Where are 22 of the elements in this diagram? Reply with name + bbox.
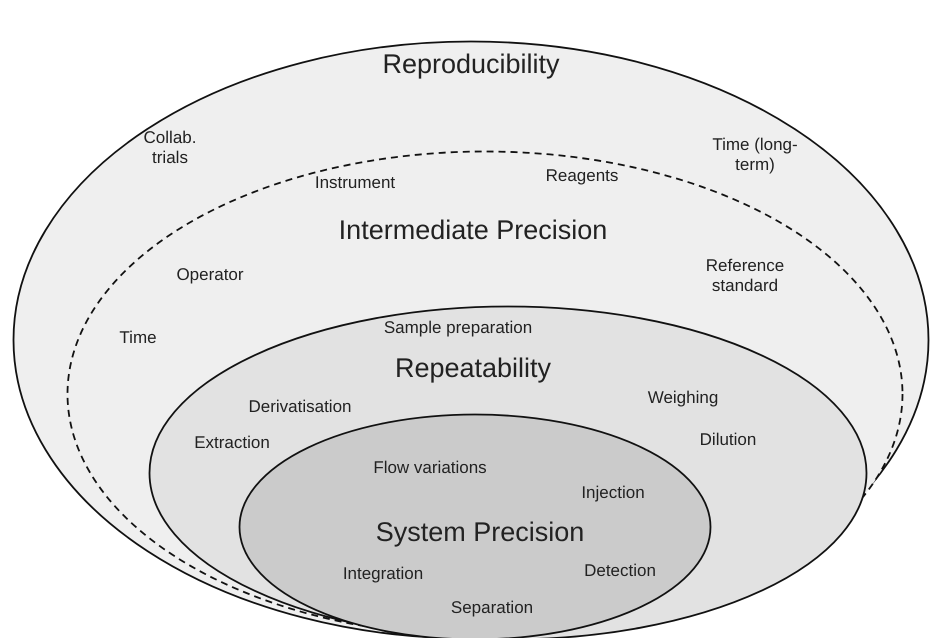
factor-label: Instrument <box>314 173 396 194</box>
factor-label: Separation <box>450 598 534 618</box>
factor-label: Sample preparation <box>384 318 532 338</box>
region-heading: Repeatability <box>394 352 552 384</box>
region-heading: Reproducibility <box>382 48 560 80</box>
factor-label: Operator <box>176 265 244 286</box>
factor-label: Dilution <box>700 430 756 450</box>
factor-label: Injection <box>581 483 645 504</box>
factor-label: Derivatisation <box>248 397 352 418</box>
factor-label: Reagents <box>546 166 618 186</box>
factor-label: Time <box>119 328 157 348</box>
factor-label: Flow variations <box>373 458 487 478</box>
factor-label: Collab. trials <box>142 128 198 169</box>
factor-label: Integration <box>342 564 424 584</box>
ellipse-region <box>12 40 930 638</box>
region-heading: Intermediate Precision <box>338 214 608 246</box>
factor-label: Weighing <box>648 388 718 408</box>
factor-label: Time (long-term) <box>712 135 798 176</box>
factor-label: Reference standard <box>704 256 786 297</box>
region-heading: System Precision <box>376 516 584 548</box>
factor-label: Detection <box>584 561 656 582</box>
factor-label: Extraction <box>194 433 270 454</box>
